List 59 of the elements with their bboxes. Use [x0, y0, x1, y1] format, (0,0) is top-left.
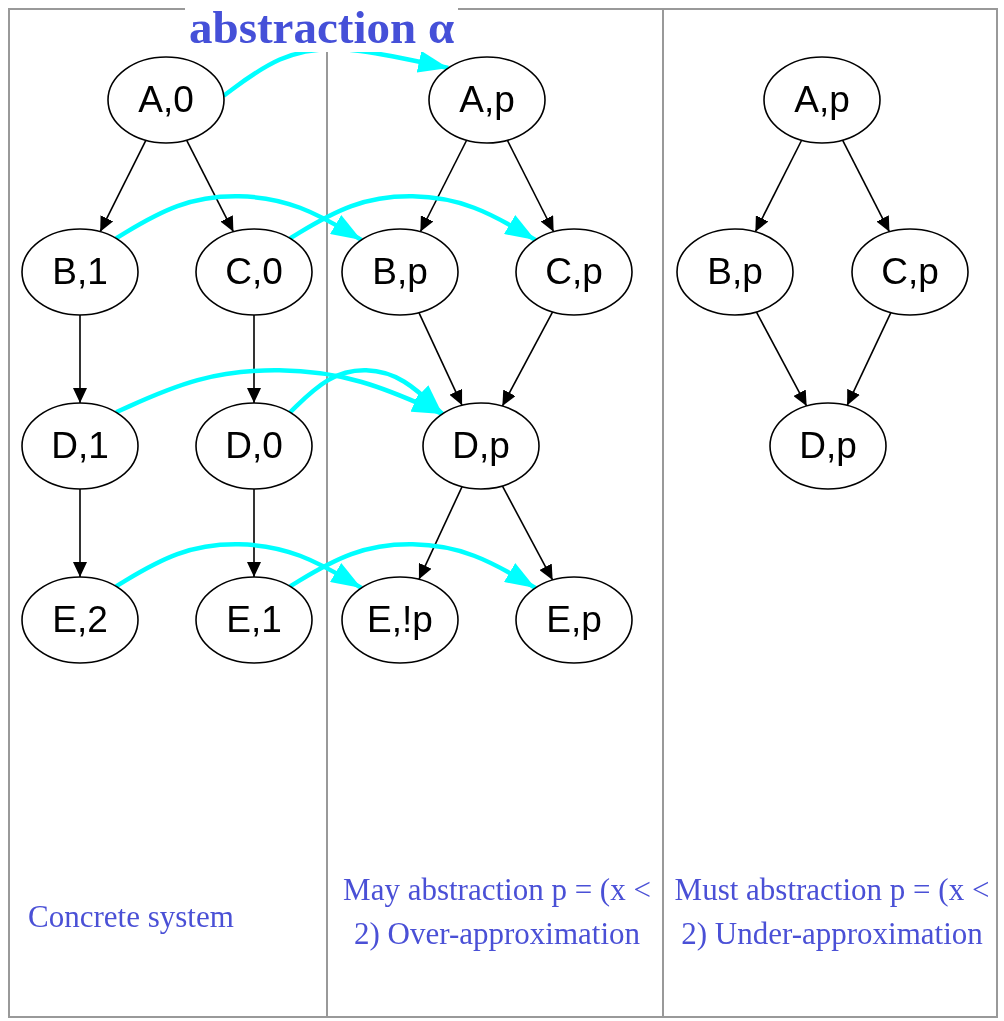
state-label: B,p	[707, 251, 763, 293]
state-label: C,p	[545, 251, 603, 293]
state-ellipse	[769, 402, 887, 490]
state-label: D,1	[51, 425, 109, 467]
state-ellipse	[21, 228, 139, 316]
state-label: E,p	[546, 599, 602, 641]
state-label: D,p	[799, 425, 857, 467]
state-label: B,1	[52, 251, 108, 293]
transition-arrow	[501, 311, 554, 407]
transition-arrow	[185, 139, 235, 233]
mapping-arrow	[288, 542, 537, 590]
panel-caption: Concrete system	[28, 898, 235, 936]
state-ellipse	[341, 228, 459, 316]
panel-caption: May abstraction p = (x < 2) Over-approximation	[342, 871, 652, 953]
transition-arrow	[841, 139, 891, 233]
state-label: C,0	[225, 251, 283, 293]
state-ellipse	[21, 402, 139, 490]
state-ellipse	[676, 228, 794, 316]
transition-arrow	[501, 485, 554, 581]
transition-arrow	[754, 139, 803, 233]
mapping-arrow	[114, 542, 363, 590]
mapping-arrow	[288, 194, 537, 242]
state-ellipse	[195, 402, 313, 490]
state-label: C,p	[881, 251, 939, 293]
state-ellipse	[195, 228, 313, 316]
transition-arrow	[419, 139, 468, 233]
state-label: E,!p	[367, 599, 433, 641]
panel-caption: Must abstraction p = (x < 2) Under-approximation	[673, 871, 991, 953]
state-label: A,0	[138, 79, 194, 121]
state-ellipse	[107, 56, 225, 144]
state-label: A,p	[459, 79, 515, 121]
transition-arrow	[247, 314, 261, 404]
state-ellipse	[515, 228, 633, 316]
state-ellipse	[21, 576, 139, 664]
mapping-arrow	[114, 194, 363, 242]
state-ellipse	[851, 228, 969, 316]
state-ellipse	[195, 576, 313, 664]
transition-arrow	[73, 488, 87, 578]
panel	[662, 8, 998, 1018]
state-label: E,1	[226, 599, 282, 641]
state-ellipse	[341, 576, 459, 664]
transition-arrow	[99, 139, 147, 233]
state-ellipse	[428, 56, 546, 144]
state-ellipse	[763, 56, 881, 144]
transition-arrow	[247, 488, 261, 578]
transition-arrow	[418, 485, 463, 581]
state-label: A,p	[794, 79, 850, 121]
state-label: D,p	[452, 425, 510, 467]
transition-arrow	[846, 311, 892, 407]
transition-arrow	[73, 314, 87, 404]
state-label: E,2	[52, 599, 108, 641]
transition-arrow	[506, 139, 555, 233]
state-ellipse	[422, 402, 540, 490]
state-ellipse	[515, 576, 633, 664]
state-label: B,p	[372, 251, 428, 293]
transition-arrow	[755, 311, 808, 407]
transition-arrow	[418, 311, 463, 407]
mapping-arrow	[288, 368, 444, 416]
state-label: D,0	[225, 425, 283, 467]
